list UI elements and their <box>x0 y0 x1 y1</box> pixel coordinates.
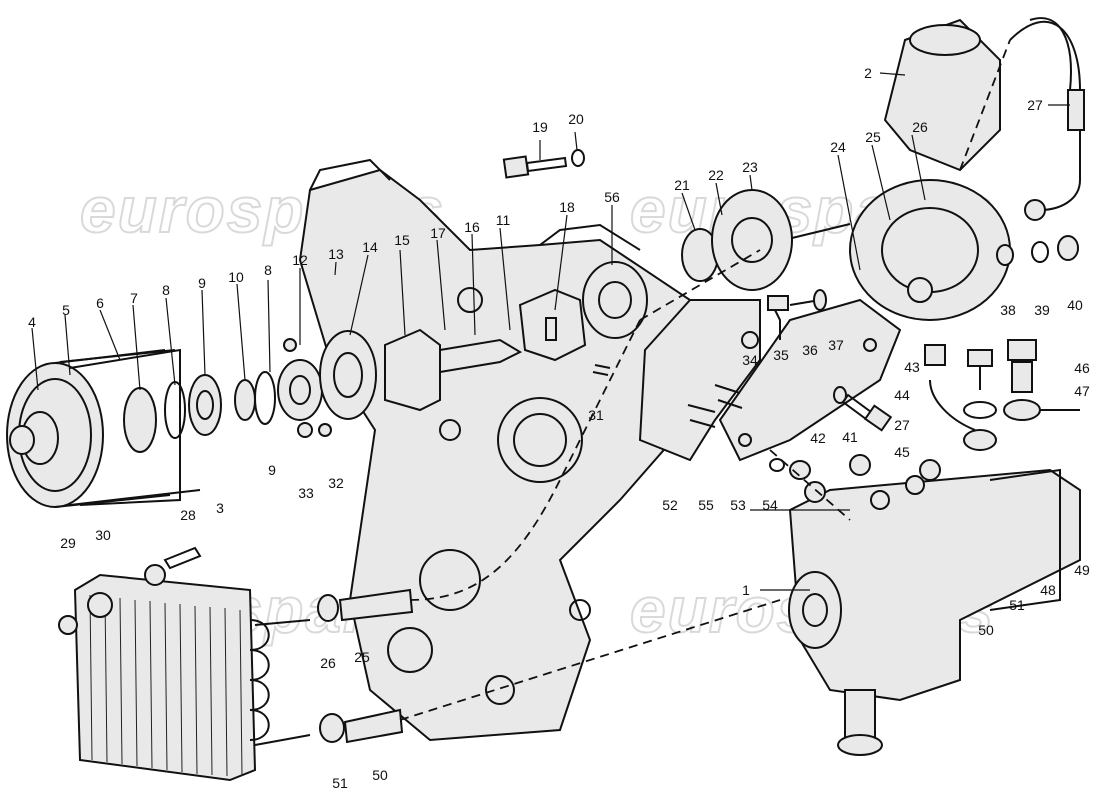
callout-49: 49 <box>1074 562 1090 578</box>
callout-51a: 51 <box>332 775 348 791</box>
callout-8b: 8 <box>264 262 272 278</box>
mounting-bracket <box>638 298 902 462</box>
callout-31: 31 <box>588 407 604 423</box>
callout-14: 14 <box>362 239 378 255</box>
callout-46: 46 <box>1074 360 1090 376</box>
callout-47: 47 <box>1074 383 1090 399</box>
callout-26b: 26 <box>320 655 336 671</box>
callout-36: 36 <box>802 342 818 358</box>
part-callouts: 4 5 6 7 8 9 10 8 12 13 14 15 16 17 11 18… <box>28 65 1090 791</box>
callout-29: 29 <box>60 535 76 551</box>
callout-39: 39 <box>1034 302 1050 318</box>
cooler-fins <box>89 594 243 777</box>
fittings-43-47 <box>924 339 1080 451</box>
callout-50a: 50 <box>372 767 388 783</box>
callout-28: 28 <box>180 507 196 523</box>
steering-gearbox <box>788 454 1081 756</box>
nuts-38-39-40 <box>996 235 1079 266</box>
callout-55: 55 <box>698 497 714 513</box>
callout-4: 4 <box>28 314 36 330</box>
nuts-53-54-studs <box>592 364 811 480</box>
callout-24: 24 <box>830 139 846 155</box>
flange-plate <box>518 261 648 362</box>
callout-2: 2 <box>864 65 872 81</box>
callout-7: 7 <box>130 290 138 306</box>
steering-pump-reservoir <box>849 18 1011 321</box>
callout-40: 40 <box>1067 297 1083 313</box>
callout-38: 38 <box>1000 302 1016 318</box>
callout-19: 19 <box>532 119 548 135</box>
callout-51b: 51 <box>1009 597 1025 613</box>
callout-23: 23 <box>742 159 758 175</box>
callout-9b: 9 <box>268 462 276 478</box>
callout-27a: 27 <box>1027 97 1043 113</box>
callout-37: 37 <box>828 337 844 353</box>
leader-lines <box>31 72 1070 591</box>
callout-30: 30 <box>95 527 111 543</box>
callout-50b: 50 <box>978 622 994 638</box>
callout-56: 56 <box>604 189 620 205</box>
callout-8a: 8 <box>162 282 170 298</box>
callout-41: 41 <box>842 429 858 445</box>
hose-top-right <box>1009 17 1085 221</box>
callout-22: 22 <box>708 167 724 183</box>
oil-cooler <box>58 546 311 782</box>
bolt-19-washer-20 <box>502 149 585 179</box>
callout-32: 32 <box>328 475 344 491</box>
callout-12: 12 <box>292 252 308 268</box>
bolts-34-37 <box>741 289 827 349</box>
callout-43: 43 <box>904 359 920 375</box>
callout-25b: 25 <box>354 649 370 665</box>
routing-dashed-lines <box>399 39 1011 721</box>
callout-9a: 9 <box>198 275 206 291</box>
callout-10: 10 <box>228 269 244 285</box>
callout-18: 18 <box>559 199 575 215</box>
callout-16: 16 <box>464 219 480 235</box>
bolt-41-42 <box>833 386 893 432</box>
callout-26a: 26 <box>912 119 928 135</box>
callout-45: 45 <box>894 444 910 460</box>
pump-pulley <box>681 189 851 291</box>
callout-42: 42 <box>810 430 826 446</box>
drive-belt <box>59 349 201 506</box>
callout-5: 5 <box>62 302 70 318</box>
callout-1: 1 <box>742 582 750 598</box>
callout-25a: 25 <box>865 129 881 145</box>
callout-13: 13 <box>328 246 344 262</box>
callout-11: 11 <box>496 212 511 228</box>
callout-52: 52 <box>662 497 678 513</box>
cooler-hoses <box>317 588 414 744</box>
callout-17: 17 <box>430 225 446 241</box>
crank-pulley <box>6 348 181 508</box>
callout-27b: 27 <box>894 417 910 433</box>
callout-54: 54 <box>762 497 778 513</box>
crank-axis-components <box>123 328 523 453</box>
callout-21: 21 <box>674 177 690 193</box>
callout-15: 15 <box>394 232 410 248</box>
callout-3: 3 <box>216 500 224 516</box>
callout-48: 48 <box>1040 582 1056 598</box>
callout-6: 6 <box>96 295 104 311</box>
callout-44: 44 <box>894 387 910 403</box>
callout-35: 35 <box>773 347 789 363</box>
callout-53: 53 <box>730 497 746 513</box>
callout-33: 33 <box>298 485 314 501</box>
callout-20: 20 <box>568 111 584 127</box>
callout-34: 34 <box>742 352 758 368</box>
